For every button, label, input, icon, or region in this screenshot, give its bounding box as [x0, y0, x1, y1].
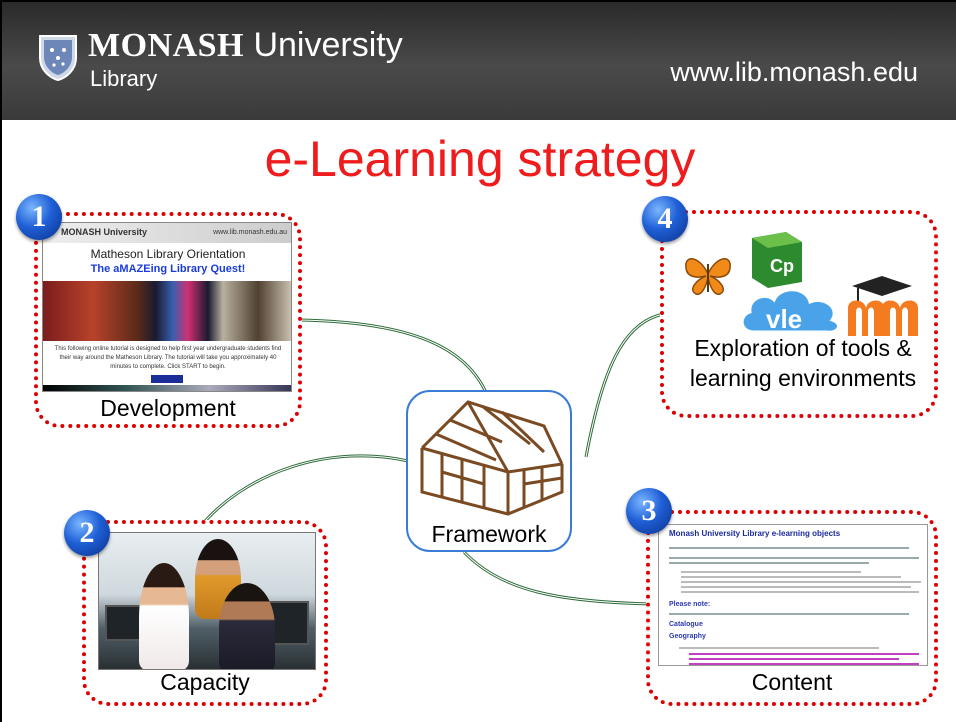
butterfly-icon — [685, 258, 731, 295]
badge-4: 4 — [642, 196, 688, 242]
thumb-photo-strip — [43, 281, 291, 341]
badge-2: 2 — [64, 510, 110, 556]
doc-heading: Monash University Library e-learning obj… — [669, 529, 841, 538]
thumb-body: This following online tutorial is design… — [54, 346, 282, 370]
monash-crest-icon — [39, 35, 77, 82]
captivate-icon: Cp — [752, 232, 802, 288]
framework-label: Framework — [431, 521, 547, 547]
connector-exploration — [584, 312, 665, 458]
doc-link-catalogue: Catalogue — [669, 621, 703, 628]
thumb-brand: MONASH University — [61, 227, 148, 237]
badge-3: 3 — [626, 488, 672, 534]
node-content-label: Content — [751, 669, 833, 695]
moodle-icon — [848, 276, 918, 336]
svg-text:vle: vle — [766, 304, 802, 334]
content-document: Monash University Library e-learning obj… — [658, 524, 928, 666]
node-exploration-label-line2: learning environments — [689, 365, 917, 391]
header-bar: MONASH University Library www.lib.monash… — [2, 2, 956, 120]
svg-text:Cp: Cp — [770, 256, 794, 276]
thumb-footer-bar — [43, 385, 291, 391]
vle-cloud-icon: vle — [740, 288, 840, 334]
framework-node: Framework — [406, 390, 572, 552]
slide-title: e-Learning strategy — [264, 131, 696, 187]
site-url: www.lib.monash.edu — [670, 57, 918, 87]
house-frame-icon — [420, 400, 564, 516]
node-capacity-label: Capacity — [160, 669, 250, 695]
development-thumbnail: MONASH University www.lib.monash.edu.au … — [42, 222, 292, 392]
thumb-start-button — [151, 375, 183, 383]
node-development-label: Development — [100, 395, 236, 421]
brand-name: MONASH University — [88, 26, 403, 64]
node-exploration-label-line1: Exploration of tools & — [694, 335, 912, 361]
doc-link-geography: Geography — [669, 633, 706, 640]
thumb-subtitle: The aMAZEing Library Quest! — [90, 263, 246, 275]
thumb-title: Matheson Library Orientation — [90, 247, 246, 261]
thumb-url: www.lib.monash.edu.au — [213, 229, 287, 236]
capacity-photo — [98, 532, 316, 670]
doc-note: Please note: — [669, 601, 711, 608]
brand-library: Library — [90, 66, 158, 91]
badge-1: 1 — [16, 194, 62, 240]
